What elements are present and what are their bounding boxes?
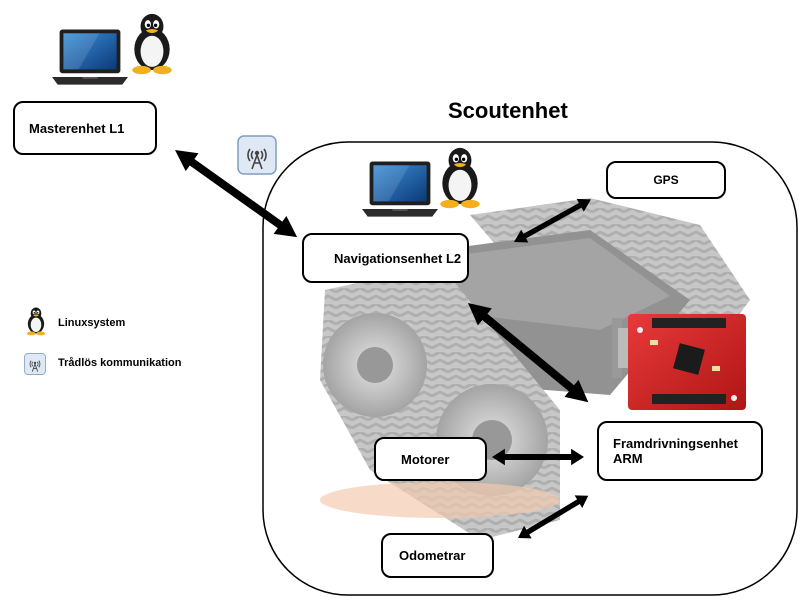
master-unit-node: Masterenhet L1 xyxy=(13,101,157,155)
motors-label: Motorer xyxy=(401,451,450,467)
master-unit-label: Masterenhet L1 xyxy=(29,120,125,136)
legend-linux-label: Linuxsystem xyxy=(58,317,126,329)
navigation-unit-label: Navigationsenhet L2 xyxy=(334,250,462,266)
laptop-icon-master xyxy=(52,29,128,85)
navigation-unit-node: Navigationsenhet L2 xyxy=(302,233,469,283)
propulsion-unit-node: Framdrivningsenhet ARM xyxy=(597,421,763,481)
wireless-antenna-icon-legend xyxy=(24,353,46,375)
legend-wireless-label: Trådlös kommunikation xyxy=(58,357,182,369)
arm-board-image xyxy=(612,314,746,410)
penguin-icon-master xyxy=(132,13,172,75)
wireless-antenna-icon-link xyxy=(237,135,277,175)
penguin-icon-legend xyxy=(26,307,46,336)
scout-unit-title: Scoutenhet xyxy=(448,98,568,123)
motors-node: Motorer xyxy=(374,437,487,481)
odometers-node: Odometrar xyxy=(381,533,494,578)
propulsion-unit-label-line1: Framdrivningsenhet xyxy=(613,436,738,451)
gps-label: GPS xyxy=(653,173,679,187)
propulsion-unit-label-line2: ARM xyxy=(613,451,643,466)
gps-node: GPS xyxy=(606,161,726,199)
odometers-label: Odometrar xyxy=(399,548,466,563)
